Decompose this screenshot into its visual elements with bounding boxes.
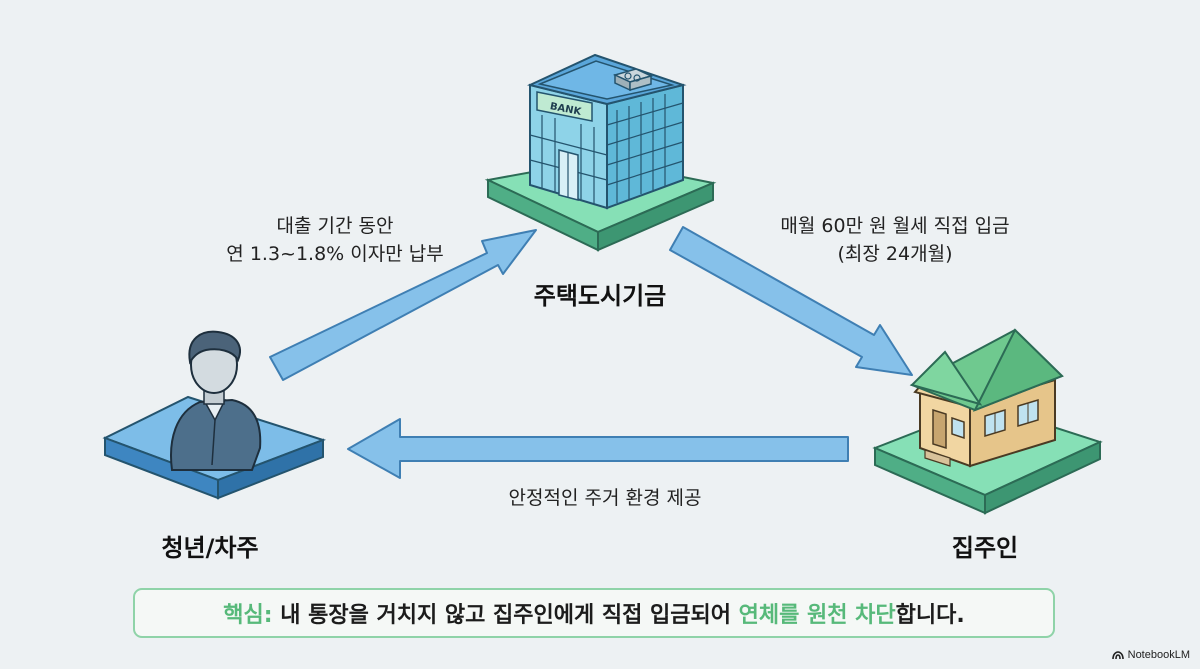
bank-name: 주택도시기금 (533, 282, 667, 310)
label-tenant-to-bank: 대출 기간 동안 연 1.3~1.8% 이자만 납부 (200, 212, 470, 268)
brand-watermark: NotebookLM (1111, 649, 1190, 661)
label-bank-to-landlord-line2: (최장 24개월) (837, 243, 953, 265)
tenant-name: 청년/차주 (161, 534, 259, 562)
label-landlord-to-tenant: 안정적인 주거 환경 제공 (475, 484, 735, 512)
tenant-person-icon (102, 330, 327, 500)
label-landlord-to-tenant-line1: 안정적인 주거 환경 제공 (508, 487, 702, 509)
arrow-bank-to-landlord (669, 226, 913, 376)
summary-text-2: 합니다. (895, 603, 965, 628)
label-bank-to-landlord: 매월 60만 원 월세 직접 입금 (최장 24개월) (745, 212, 1045, 268)
bank-building-icon (484, 53, 717, 252)
notebooklm-logo-icon (1111, 651, 1124, 660)
summary-banner: 핵심: 내 통장을 거치지 않고 집주인에게 직접 입금되어 연체를 원천 차단… (133, 588, 1055, 638)
label-bank-to-landlord-line1: 매월 60만 원 월세 직접 입금 (780, 215, 1010, 237)
label-tenant-to-bank-line2: 연 1.3~1.8% 이자만 납부 (226, 243, 444, 265)
landlord-name: 집주인 (951, 534, 1019, 562)
label-tenant-to-bank-line1: 대출 기간 동안 (276, 215, 394, 237)
summary-prefix: 핵심: (223, 603, 273, 628)
summary-highlight: 연체를 원천 차단 (738, 603, 896, 628)
landlord-house-icon (872, 328, 1103, 515)
arrow-tenant-to-bank (269, 229, 537, 381)
summary-text-1: 내 통장을 거치지 않고 집주인에게 직접 입금되어 (272, 603, 739, 628)
brand-name: NotebookLM (1127, 649, 1190, 661)
arrow-landlord-to-tenant (347, 418, 849, 479)
